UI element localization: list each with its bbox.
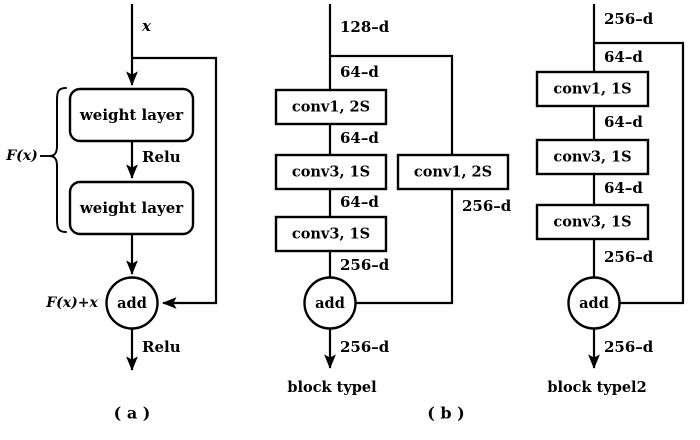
panel-b-block-3-box[interactable] — [274, 215, 388, 253]
panel-a-relu-label-1: Relu — [142, 148, 181, 166]
panel-b-add-label: add — [315, 295, 345, 312]
panel-b-block-name: block typel — [287, 379, 377, 396]
panel-b-block-1-label: conv1, 2S — [292, 99, 370, 116]
panel-c-block-3-box[interactable] — [535, 203, 650, 241]
panel-b-shortcut-out-wire — [355, 189, 454, 305]
panel-c-block-2-box[interactable] — [535, 138, 650, 176]
panel-a: x F(x) weight layer Relu weight layer ad… — [5, 4, 218, 423]
panel-c-block-name: block typel2 — [547, 379, 646, 396]
panel-a-relu-label-2: Relu — [142, 338, 181, 356]
panel-a-add-label: add — [117, 295, 147, 312]
panel-b-shortcut-block-label: conv1, 2S — [414, 164, 492, 181]
panel-a-sum-input-label: F(x)+x — [45, 295, 98, 311]
panel-c-dim-1: 64–d — [604, 48, 643, 66]
panel-b-block-2-label: conv3, 1S — [292, 164, 370, 181]
panel-b-caption: ( b ) — [427, 404, 464, 423]
panel-b-pre-add-dim: 256–d — [340, 256, 390, 274]
panel-a-caption: ( a ) — [114, 404, 151, 423]
panel-b: 128–d 64–d conv1, 2S 64–d conv3, 1S 64–d… — [274, 4, 512, 423]
panel-a-add-node[interactable] — [105, 276, 159, 330]
panel-c-output-dim: 256–d — [604, 338, 654, 356]
panel-b-dim-3: 64–d — [340, 193, 379, 211]
panel-c-pre-add-dim: 256–d — [604, 248, 654, 266]
panel-c-input-label: 256–d — [604, 10, 654, 28]
panel-c-dim-3: 64–d — [604, 179, 643, 197]
panel-b-input-label: 128–d — [340, 18, 390, 36]
panel-c-dim-2: 64–d — [604, 113, 643, 131]
panel-a-skip-connection — [132, 56, 218, 309]
panel-a-fx-brace — [48, 87, 67, 233]
panel-b-dim-1: 64–d — [340, 63, 379, 81]
panel-c-shortcut-wire — [594, 41, 685, 305]
panel-b-block-3-label: conv3, 1S — [292, 226, 370, 243]
panel-b-shortcut-in-wire — [330, 54, 454, 155]
panel-c-add-label: add — [579, 295, 609, 312]
panel-b-output-dim: 256–d — [340, 338, 390, 356]
panel-b-block-2-box[interactable] — [274, 153, 388, 191]
panel-c-block-1-label: conv1, 1S — [553, 81, 631, 98]
panel-c-block-2-label: conv3, 1S — [553, 149, 631, 166]
panel-a-weight-layer-2-label: weight layer — [79, 199, 184, 217]
panel-a-weight-layer-1-label: weight layer — [79, 106, 184, 124]
panel-b-add-node[interactable] — [303, 276, 357, 330]
panel-a-input-label: x — [141, 17, 152, 35]
panel-c-add-node[interactable] — [567, 276, 621, 330]
panel-c: 256–d 64–d conv1, 1S 64–d conv3, 1S 64–d… — [535, 4, 685, 396]
panel-c-block-3-label: conv3, 1S — [553, 214, 631, 231]
panel-b-dim-2: 64–d — [340, 129, 379, 147]
panel-c-block-1-box[interactable] — [535, 70, 650, 108]
panel-b-shortcut-out-dim: 256–d — [462, 197, 512, 215]
panel-a-fx-label: F(x) — [5, 148, 38, 164]
